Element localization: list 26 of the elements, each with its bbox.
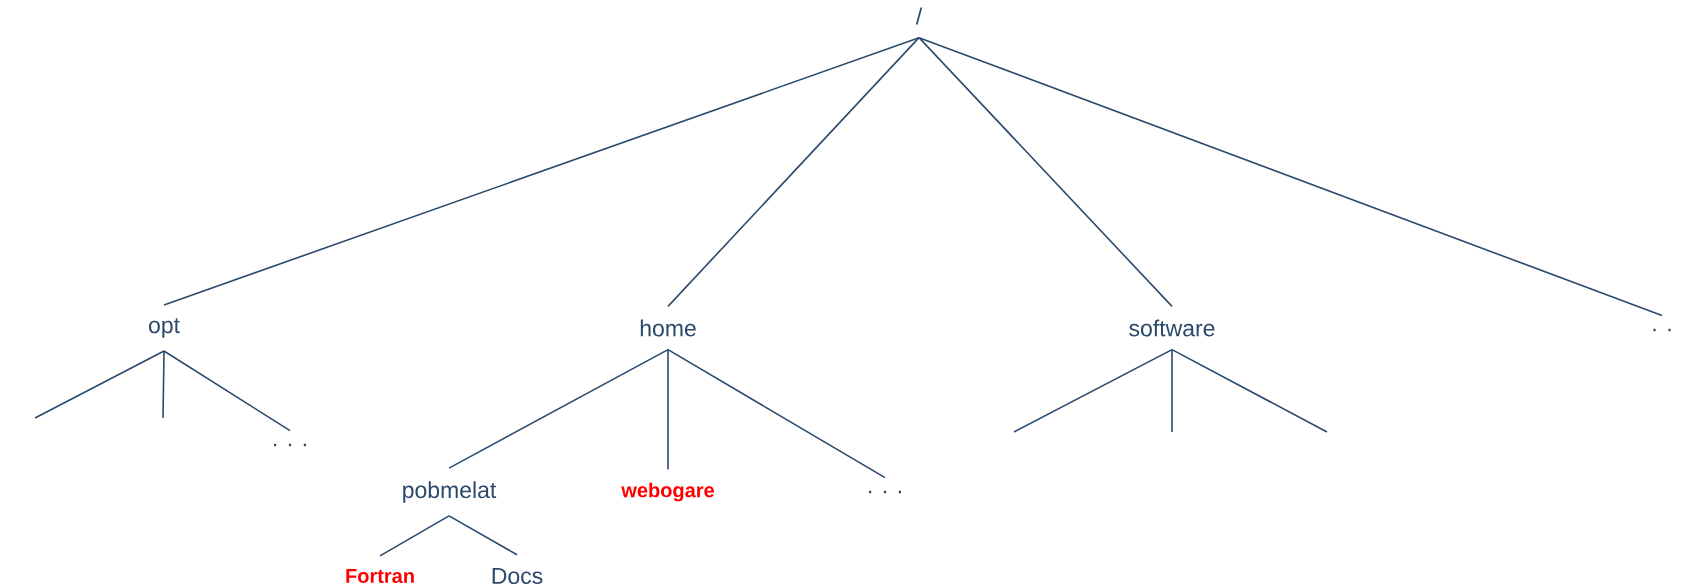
tree-line bbox=[162, 350, 165, 419]
folder-label: home bbox=[640, 319, 696, 337]
tree-line bbox=[667, 36, 920, 308]
tree-line bbox=[1171, 348, 1328, 433]
tree-line bbox=[1171, 348, 1173, 433]
tree-line bbox=[448, 348, 669, 469]
highlighted-folder-label: webogare bbox=[621, 482, 714, 502]
tree-line bbox=[1013, 348, 1173, 433]
tree-line bbox=[918, 36, 1663, 317]
folder-label: . . bbox=[1653, 328, 1671, 332]
folder-label: Docs bbox=[492, 568, 543, 585]
folder-label: opt bbox=[149, 318, 180, 338]
tree-line bbox=[163, 36, 920, 306]
tree-line bbox=[34, 350, 165, 419]
folder-label: . . . bbox=[869, 490, 901, 494]
tree-line bbox=[163, 350, 291, 432]
folder-label: . . . bbox=[274, 443, 306, 447]
tree-line bbox=[379, 515, 450, 557]
tree-line bbox=[448, 515, 518, 556]
tree-line bbox=[918, 36, 1173, 308]
tree-line bbox=[667, 348, 669, 471]
folder-label: pobmelat bbox=[403, 481, 497, 503]
folder-label: software bbox=[1129, 319, 1215, 337]
highlighted-folder-label: Fortran bbox=[346, 569, 414, 583]
root-label: / bbox=[915, 7, 923, 25]
tree-line bbox=[667, 348, 886, 479]
